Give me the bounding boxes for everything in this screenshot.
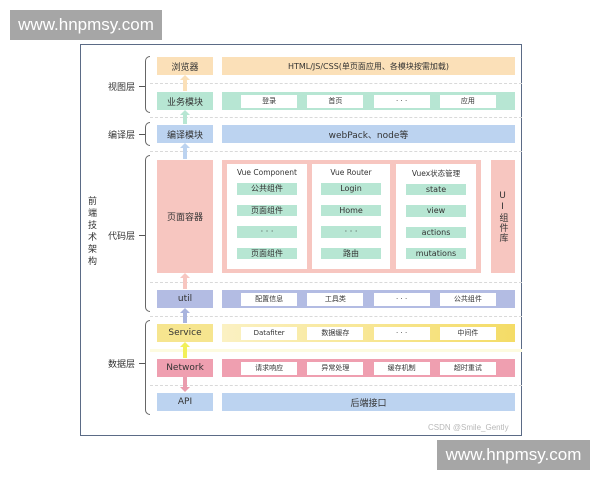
- vue-router-column: Vue Router Login Home · · · 路由: [312, 164, 390, 269]
- arrow-up-icon: [183, 113, 187, 124]
- vue-router-item: Home: [321, 204, 381, 216]
- vue-component-title: Vue Component: [237, 168, 297, 177]
- network-item-retry: 超时重试: [439, 361, 496, 375]
- service-box: Service: [157, 324, 213, 342]
- arrow-up-icon: [183, 78, 187, 91]
- business-item-login: 登录: [241, 94, 298, 108]
- brace-code: [145, 155, 150, 312]
- watermark-top: www.hnpmsy.com: [10, 10, 162, 40]
- diagram-title-vertical: 前端技术架构: [86, 196, 96, 268]
- service-item-middleware: 中间件: [439, 326, 496, 340]
- service-row: Datafiter 数据缓存 · · · 中间件: [222, 324, 515, 342]
- vue-router-item: 路由: [321, 247, 381, 259]
- vue-router-item: · · ·: [321, 226, 381, 238]
- arrowhead-icon: [180, 308, 190, 313]
- api-detail: 后端接口: [222, 393, 515, 411]
- business-item-home: 首页: [307, 94, 364, 108]
- util-row: 配置信息 工具类 · · · 公共组件: [222, 290, 515, 308]
- watermark-bottom: www.hnpmsy.com: [437, 440, 590, 470]
- arrowhead-icon: [180, 143, 190, 148]
- separator-service-glow: [150, 349, 522, 352]
- compile-module-box: 编译模块: [157, 125, 213, 143]
- brace-tick-compile: [139, 134, 145, 135]
- vue-component-item: 页面组件: [237, 247, 297, 259]
- separator: [150, 83, 522, 84]
- api-box: API: [157, 393, 213, 411]
- separator: [150, 316, 522, 317]
- browser-detail: HTML/JS/CSS(单页面应用、各模块按需加载): [222, 57, 515, 75]
- arrowhead-icon: [180, 273, 190, 278]
- business-item-app: 应用: [439, 94, 496, 108]
- network-box: Network: [157, 359, 213, 377]
- service-item-datafiter: Datafiter: [241, 326, 298, 340]
- vue-router-title: Vue Router: [330, 168, 372, 177]
- vue-router-item: Login: [321, 183, 381, 195]
- brace-tick-code: [139, 235, 145, 236]
- layer-label-view: 视图层: [108, 82, 136, 93]
- separator: [150, 117, 522, 118]
- brace-compile: [145, 122, 150, 146]
- vuex-item: view: [406, 205, 466, 217]
- arrow-up-icon: [183, 311, 187, 323]
- arrowhead-icon: [180, 342, 190, 347]
- arrow-up-icon: [183, 345, 187, 358]
- browser-box: 浏览器: [157, 57, 213, 75]
- network-item-response: 请求响应: [241, 361, 298, 375]
- service-item-more: · · ·: [373, 326, 430, 340]
- brace-tick-view: [139, 86, 145, 87]
- separator: [150, 385, 522, 386]
- separator: [150, 151, 522, 152]
- util-item-config: 配置信息: [241, 292, 298, 306]
- arrow-up-icon: [183, 146, 187, 159]
- vuex-column: Vuex状态管理 state view actions mutations: [396, 164, 476, 269]
- separator: [150, 282, 522, 283]
- network-item-cache: 缓存机制: [373, 361, 430, 375]
- csdn-credit: CSDN @Smile_Gently: [428, 423, 509, 432]
- business-module-box: 业务模块: [157, 92, 213, 110]
- network-item-exception: 异常处理: [307, 361, 364, 375]
- business-item-more: · · ·: [373, 94, 430, 108]
- vue-component-item: 页面组件: [237, 204, 297, 216]
- arrowhead-icon: [180, 75, 190, 80]
- util-item-common: 公共组件: [439, 292, 496, 306]
- vue-component-item: 公共组件: [237, 183, 297, 195]
- layer-label-data: 数据层: [108, 359, 136, 370]
- vuex-item: state: [406, 184, 466, 196]
- ui-library-box: UI组件库: [491, 160, 515, 273]
- brace-view: [145, 56, 150, 113]
- vuex-title: Vuex状态管理: [411, 168, 461, 178]
- vuex-item: actions: [406, 226, 466, 238]
- arrow-down-icon: [183, 377, 187, 388]
- brace-data: [145, 320, 150, 415]
- arrowhead-icon: [180, 387, 190, 392]
- util-box: util: [157, 290, 213, 308]
- vuex-item: mutations: [406, 247, 466, 259]
- arrowhead-icon: [180, 110, 190, 115]
- vue-component-column: Vue Component 公共组件 页面组件 · · · 页面组件: [227, 164, 307, 269]
- compile-detail: webPack、node等: [222, 125, 515, 143]
- business-row: 登录 首页 · · · 应用: [222, 92, 515, 110]
- vue-component-item: · · ·: [237, 226, 297, 238]
- util-item-more: · · ·: [373, 292, 430, 306]
- brace-tick-data: [139, 363, 145, 364]
- util-item-tools: 工具类: [307, 292, 364, 306]
- layer-label-compile: 编译层: [108, 130, 136, 141]
- network-row: 请求响应 异常处理 缓存机制 超时重试: [222, 359, 515, 377]
- ui-library-label: UI组件库: [497, 190, 508, 243]
- page-container-box: 页面容器: [157, 160, 213, 273]
- layer-label-code: 代码层: [108, 231, 136, 242]
- arrow-up-icon: [183, 276, 187, 289]
- service-item-cache: 数据缓存: [307, 326, 364, 340]
